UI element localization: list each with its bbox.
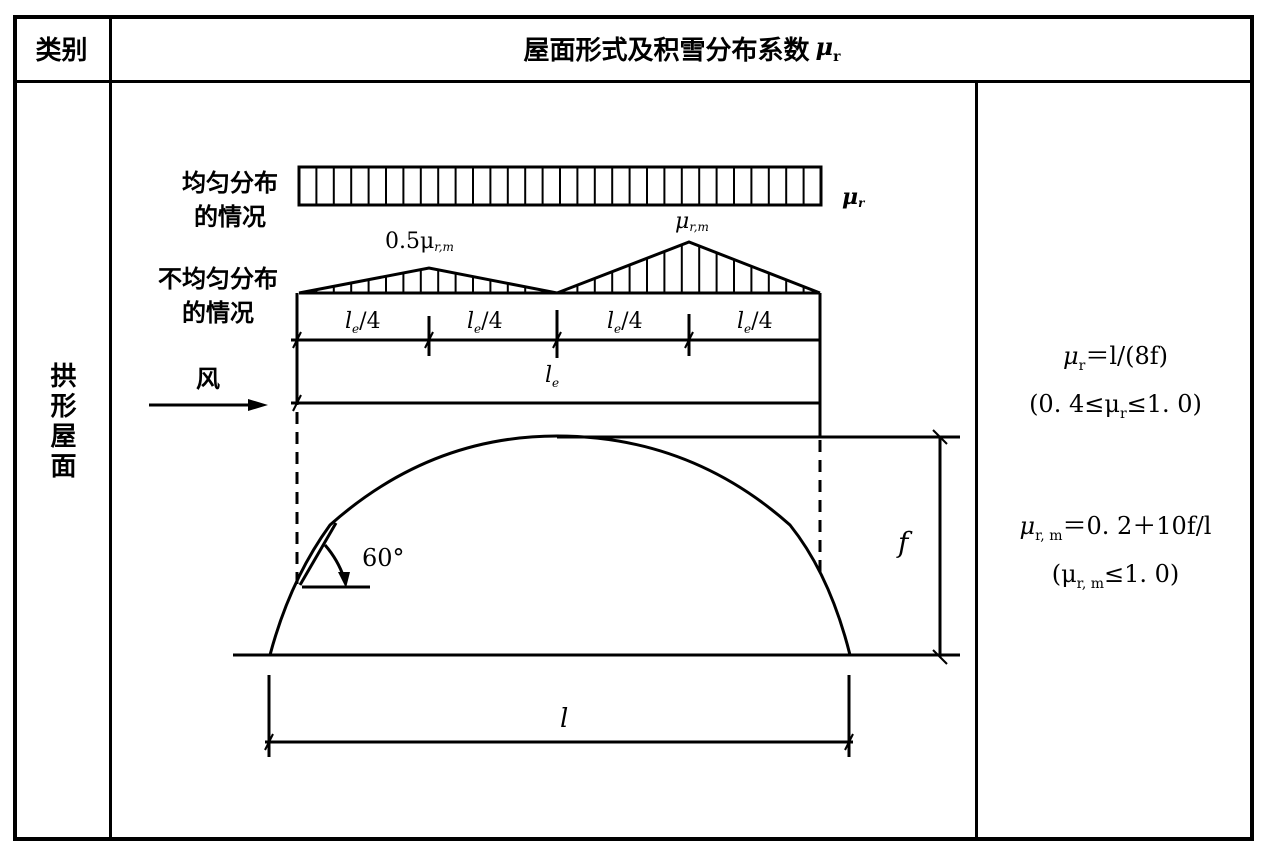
formula-mu-r-range: (0. 4≤μr≤1. 0): [1029, 390, 1202, 422]
quarter-label-3: le/4: [607, 309, 643, 336]
table-frame: [13, 15, 1254, 841]
mu-glyph: μ: [815, 32, 834, 62]
formula-mu-r: μr＝l/(8f): [1063, 342, 1168, 374]
rise-dimension-line: [932, 429, 948, 665]
nonuniform-label-line1: 不均匀分布: [158, 265, 278, 293]
formula-cell: μr＝l/(8f) (0. 4≤μr≤1. 0) μr, m＝0. 2＋10f/…: [977, 82, 1254, 841]
quarter-labels: le/4 le/4 le/4 le/4: [345, 309, 773, 336]
span-dimension-line: [264, 675, 854, 757]
header-main: 屋面形式及积雪分布系数 μr: [110, 15, 1254, 82]
header-main-label: 屋面形式及积雪分布系数: [523, 36, 810, 66]
quarter-dimension-line: [291, 310, 820, 358]
le-dimension-line: [291, 394, 820, 412]
formula-column-divider: [975, 82, 978, 841]
le-label: le: [545, 363, 559, 390]
header-category-label: 类别: [35, 36, 88, 66]
nonuniform-outline: [298, 240, 821, 295]
uniform-label: 均匀分布 的情况: [120, 166, 278, 234]
rise-label: f: [896, 526, 913, 559]
category-cell: 拱形屋面: [13, 82, 110, 841]
uniform-bar-hatch: [315, 167, 805, 205]
wind-arrow-icon: [149, 399, 268, 411]
formula-mu-rm-range: (μr, m≤1. 0): [1051, 560, 1180, 592]
header-category: 类别: [13, 15, 110, 82]
span-label: l: [560, 704, 568, 734]
angle-indicator: [298, 522, 370, 589]
arch-curve: [268, 434, 852, 656]
header-mu-symbol: μr: [816, 32, 841, 65]
quarter-label-1: le/4: [345, 309, 381, 336]
category-text: 拱形屋面: [46, 361, 76, 482]
nonuniform-label-line2: 的情况: [182, 299, 254, 327]
uniform-label-line1: 均匀分布: [182, 169, 278, 197]
wind-label: 风: [196, 365, 220, 393]
mu-subscript: r: [833, 48, 841, 65]
uniform-label-line2: 的情况: [194, 203, 266, 231]
header-divider: [13, 80, 1254, 83]
uniform-mu-symbol: μr: [842, 184, 866, 210]
peak-left-label: 0.5μr,m: [385, 229, 454, 254]
quarter-label-2: le/4: [467, 309, 503, 336]
formula-mu-rm: μr, m＝0. 2＋10f/l: [1019, 512, 1212, 544]
nonuniform-hatch: [315, 244, 805, 293]
quarter-label-4: le/4: [737, 309, 773, 336]
nonuniform-label: 不均匀分布 的情况: [110, 262, 278, 330]
peak-right-label: μr,m: [675, 209, 709, 234]
uniform-load-bar: [297, 165, 823, 207]
category-column-divider: [109, 15, 112, 841]
nonuniform-load: [298, 240, 821, 295]
angle-label: 60°: [362, 544, 405, 572]
